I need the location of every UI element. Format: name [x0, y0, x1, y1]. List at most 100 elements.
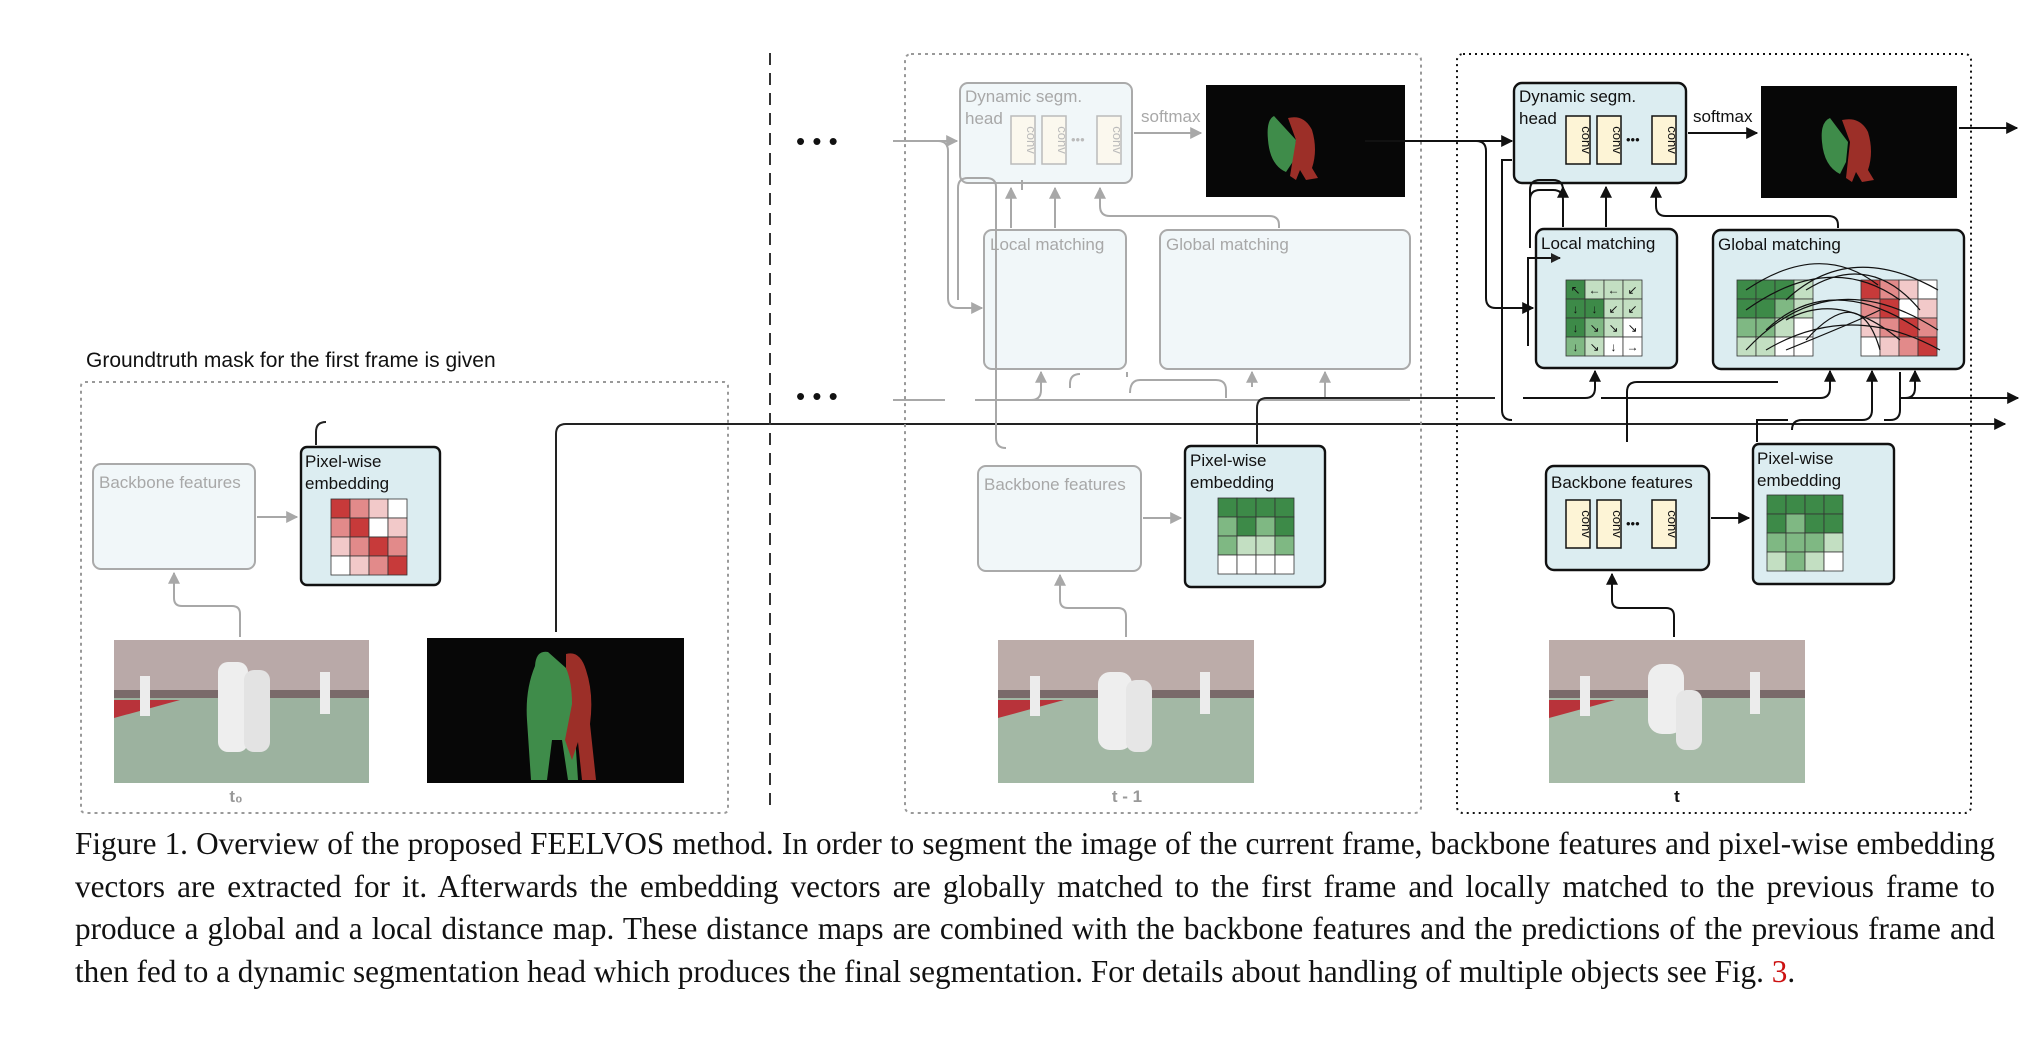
first-embedding-grid-cell — [368, 536, 389, 557]
current-image-to-backbone-arrow — [1606, 572, 1675, 637]
global-matching-grid-current-cell — [1917, 279, 1938, 300]
previous-head-label-2: head — [965, 109, 1003, 128]
previous-embedding-grid-cell — [1236, 554, 1257, 575]
local-matching-arrow: ↓ — [1573, 321, 1579, 335]
backbone-conv-block-3 — [1651, 499, 1677, 549]
local-matching-arrow: ↘ — [1627, 321, 1637, 335]
current-conv-ellipsis: ••• — [1626, 132, 1640, 147]
local-matching-arrow: ↘ — [1608, 321, 1618, 335]
previous-embedding-grid — [1217, 497, 1295, 575]
backbone-conv-ellipsis: ••• — [1626, 516, 1640, 531]
previous-local-matching-box — [983, 229, 1127, 370]
previous-embedding-grid-cell — [1217, 497, 1238, 518]
local-matching-arrow: ← — [1589, 283, 1601, 297]
first-embedding-grid-cell — [330, 536, 351, 557]
global-matching-grid-current-cell — [1898, 336, 1919, 357]
previous-global-matching-label: Global matching — [1166, 235, 1289, 254]
backbone-conv-label-2: conv — [1610, 510, 1625, 538]
previous-backbone-label: Backbone features — [984, 475, 1126, 494]
current-head-label-2: head — [1519, 109, 1557, 128]
global-matching-grid-current-cell — [1879, 336, 1900, 357]
first-embedding-grid-cell — [330, 517, 351, 538]
backbone-conv-label-1: conv — [1579, 510, 1594, 538]
local-matching-arrow: ↙ — [1627, 302, 1637, 316]
current-embedding-grid-cell — [1766, 551, 1787, 572]
current-embedding-grid-cell — [1766, 494, 1787, 515]
backbone-conv-block-1 — [1565, 499, 1591, 549]
previous-conv-block-1 — [1010, 115, 1036, 165]
previous-conv-label-2: conv — [1055, 126, 1070, 154]
current-arrows — [1501, 159, 2020, 442]
previous-conv-block-3 — [1096, 115, 1122, 165]
global-matching-grid-first-cell — [1755, 317, 1776, 338]
previous-embedding-grid-cell — [1255, 497, 1276, 518]
first-embedding-grid-cell — [368, 498, 389, 519]
current-embedding-grid — [1766, 494, 1844, 572]
local-matching-arrow: ↘ — [1589, 340, 1599, 354]
first-backbone-box — [92, 463, 256, 570]
previous-embedding-grid-cell — [1255, 554, 1276, 575]
global-matching-grid-first-cell — [1736, 298, 1757, 319]
figure-caption: Figure 1. Overview of the proposed FEELV… — [75, 823, 1995, 993]
current-embedding-grid-cell — [1804, 551, 1825, 572]
previous-conv-ellipsis: ••• — [1071, 132, 1085, 147]
local-matching-grid: ↖←←↙↓↓↙↙↓↘↘↘↓↘↓→ — [1565, 279, 1643, 357]
current-embedding-grid-cell — [1804, 532, 1825, 553]
global-matching-grid-first-cell — [1736, 336, 1757, 357]
current-head-label-1: Dynamic segm. — [1519, 87, 1636, 106]
previous-softmax-label: softmax — [1141, 107, 1201, 126]
local-matching-arrow: ↓ — [1592, 302, 1598, 316]
previous-embedding-grid-cell — [1217, 535, 1238, 556]
current-conv-block-2 — [1596, 115, 1622, 165]
previous-local-matching-label: Local matching — [990, 235, 1104, 254]
previous-prediction-to-local-arrow — [1475, 140, 1535, 314]
local-matching-arrow: ↓ — [1611, 340, 1617, 354]
local-matching-arrow: ↖ — [1570, 283, 1580, 297]
local-matching-grid-cell — [1622, 336, 1643, 357]
current-embedding-grid-cell — [1804, 513, 1825, 534]
first-embedding-grid-cell — [387, 555, 408, 576]
first-frame-label: t₀ — [229, 787, 242, 806]
first-embedding-grid-cell — [349, 517, 370, 538]
first-embedding-grid-cell — [387, 517, 408, 538]
first-embedding-grid-cell — [368, 517, 389, 538]
previous-conv-label-1: conv — [1024, 126, 1039, 154]
figure-reference-link[interactable]: 3 — [1771, 953, 1788, 989]
current-conv-block-1 — [1565, 115, 1591, 165]
previous-embedding-grid-cell — [1274, 554, 1295, 575]
first-embedding-grid-cell — [330, 498, 351, 519]
backbone-conv-block-2 — [1596, 499, 1622, 549]
previous-embedding-grid-cell — [1255, 516, 1276, 537]
global-matching-grid-first-cell — [1793, 317, 1814, 338]
first-embedding-grid-cell — [349, 555, 370, 576]
previous-embedding-grid-cell — [1274, 497, 1295, 518]
current-conv-label-1: conv — [1579, 126, 1594, 154]
first-embedding-to-global-line — [315, 421, 327, 445]
current-local-matching-label: Local matching — [1541, 234, 1655, 253]
global-matching-grid-first-cell — [1755, 279, 1776, 300]
previous-embedding-grid-cell — [1217, 554, 1238, 575]
feelvos-overview-diagram: Groundtruth mask for the first frame is … — [80, 53, 2020, 814]
first-embedding-grid-cell — [349, 536, 370, 557]
current-embedding-grid-cell — [1785, 494, 1806, 515]
previous-conv-block-2 — [1041, 115, 1067, 165]
local-matching-arrow: ↘ — [1589, 321, 1599, 335]
current-conv-label-3: conv — [1665, 126, 1680, 154]
local-matching-arrow: ↓ — [1573, 340, 1579, 354]
previous-frame-region — [904, 53, 1422, 814]
global-matching-grid-first-cell — [1736, 317, 1757, 338]
global-matching-grid-current-cell — [1898, 279, 1919, 300]
previous-embedding-grid-cell — [1236, 516, 1257, 537]
previous-arrows — [893, 135, 1410, 449]
previous-frame-image — [998, 640, 1254, 783]
local-matching-arrow: ↙ — [1608, 302, 1618, 316]
current-frame-label: t — [1674, 787, 1680, 806]
global-matching-grid-current-cell — [1898, 298, 1919, 319]
first-backbone-label: Backbone features — [99, 473, 241, 492]
previous-head-label-1: Dynamic segm. — [965, 87, 1082, 106]
previous-embedding-grid-cell — [1236, 535, 1257, 556]
current-embedding-grid-cell — [1766, 513, 1787, 534]
current-softmax-label: softmax — [1693, 107, 1753, 126]
first-embedding-label-2: embedding — [305, 474, 389, 493]
current-backbone-label: Backbone features — [1551, 473, 1693, 492]
